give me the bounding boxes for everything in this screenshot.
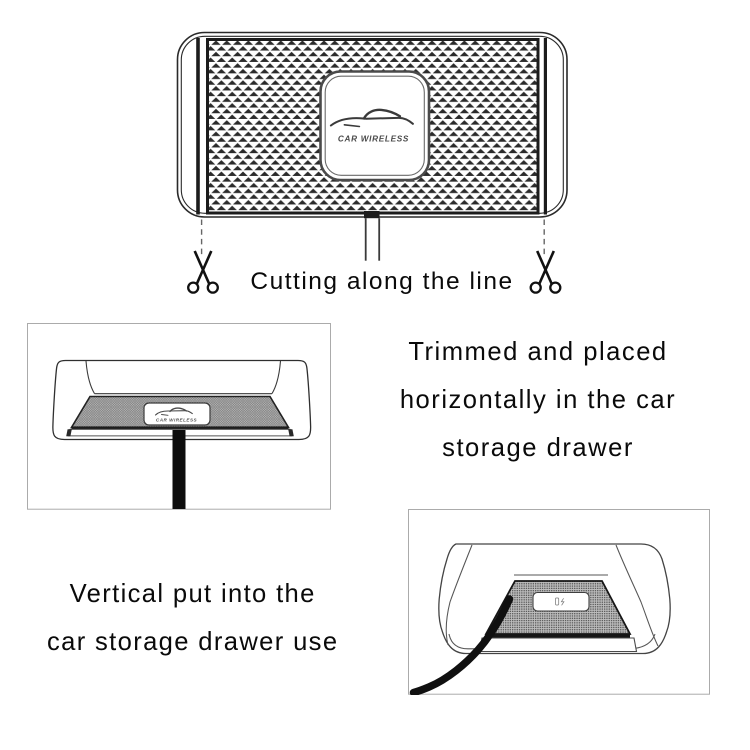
svg-text:CAR WIRELESS: CAR WIRELESS <box>156 418 198 423</box>
svg-text:CAR WIRELESS: CAR WIRELESS <box>338 135 409 144</box>
